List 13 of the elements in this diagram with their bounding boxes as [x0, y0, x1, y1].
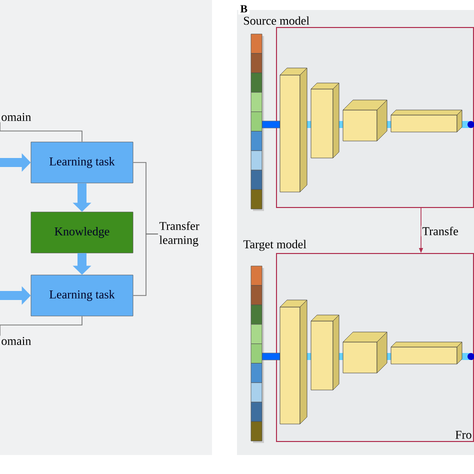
- edge-label: Transfe: [422, 226, 458, 236]
- process-box: Learning task: [30, 274, 134, 316]
- domain-label: omain: [2, 112, 32, 122]
- connector-line: [0, 122, 82, 142]
- process-box: Knowledge: [30, 212, 134, 254]
- node-label: Target model: [243, 240, 306, 251]
- connector-line: [0, 316, 82, 336]
- node-label: Source model: [244, 16, 310, 25]
- domain-label: omain: [2, 336, 32, 346]
- connector-line: [132, 234, 158, 296]
- panel-letter: B: [238, 3, 250, 14]
- process-box: Learning task: [30, 142, 134, 184]
- annotation-text: Transfer learning: [159, 221, 200, 247]
